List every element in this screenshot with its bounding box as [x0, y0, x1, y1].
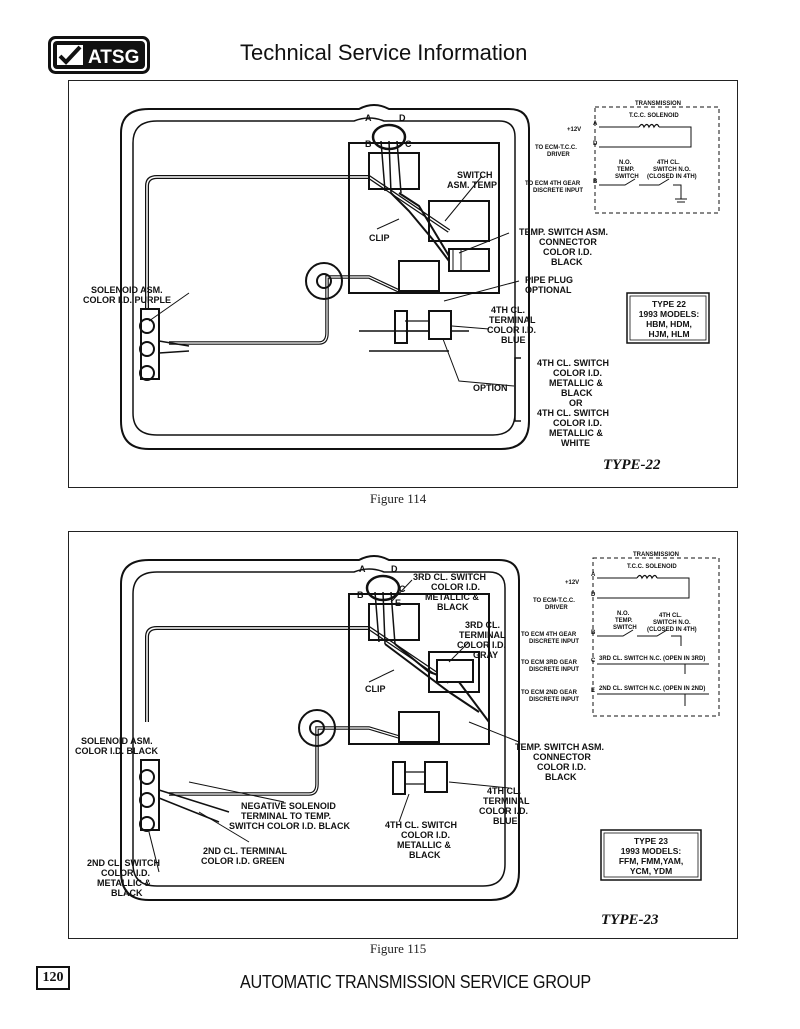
svg-text:B: B: [591, 630, 596, 636]
svg-text:2ND CL. SWITCH N.C. (OPEN IN 2: 2ND CL. SWITCH N.C. (OPEN IN 2ND): [599, 686, 705, 692]
svg-text:TO ECM 2ND GEAR: TO ECM 2ND GEAR: [521, 690, 578, 696]
pin-d-label: D: [399, 113, 406, 123]
svg-text:SWITCH N.O.: SWITCH N.O.: [653, 620, 691, 626]
svg-text:TEMP.: TEMP.: [617, 167, 635, 173]
svg-text:(CLOSED IN 4TH): (CLOSED IN 4TH): [647, 174, 697, 180]
solenoid-asm-label: SOLENOID ASM.COLOR I.D. PURPLE: [83, 285, 171, 305]
document-title: Technical Service Information: [240, 40, 528, 65]
svg-text:B: B: [593, 179, 598, 185]
svg-text:TO ECM-T.C.C.: TO ECM-T.C.C.: [533, 598, 575, 604]
svg-text:D: D: [591, 592, 596, 598]
logo-text: ATSG: [88, 47, 139, 68]
pin-c-label: C: [405, 139, 412, 149]
svg-text:T.C.C. SOLENOID: T.C.C. SOLENOID: [627, 564, 677, 570]
svg-text:TO ECM 4TH GEAR: TO ECM 4TH GEAR: [525, 181, 581, 187]
svg-text:4TH CL.: 4TH CL.: [659, 613, 682, 619]
svg-text:DRIVER: DRIVER: [547, 152, 570, 158]
svg-text:TO ECM 3RD GEAR: TO ECM 3RD GEAR: [521, 660, 578, 666]
svg-text:TO ECM-T.C.C.: TO ECM-T.C.C.: [535, 145, 577, 151]
atsg-logo: ATSG: [48, 36, 150, 74]
svg-text:3RD CL. SWITCH N.C. (OPEN IN 3: 3RD CL. SWITCH N.C. (OPEN IN 3RD): [599, 656, 705, 662]
svg-text:TO ECM 4TH GEAR: TO ECM 4TH GEAR: [521, 632, 577, 638]
svg-text:N.O.: N.O.: [619, 160, 632, 166]
wiring-schematic: TRANSMISSION T.C.C. SOLENOID +12V A D TO…: [525, 101, 720, 214]
models-box: [626, 292, 710, 344]
svg-text:(CLOSED IN 4TH): (CLOSED IN 4TH): [647, 627, 697, 633]
svg-text:T.C.C. SOLENOID: T.C.C. SOLENOID: [629, 113, 679, 119]
clip-label: CLIP: [365, 684, 386, 694]
footer-org: AUTOMATIC TRANSMISSION SERVICE GROUP: [240, 972, 591, 992]
svg-text:DRIVER: DRIVER: [545, 605, 568, 611]
svg-text:+12V: +12V: [565, 580, 579, 586]
svg-text:DISCRETE INPUT: DISCRETE INPUT: [529, 697, 579, 703]
pin-b-label: B: [357, 590, 364, 600]
svg-text:DISCRETE INPUT: DISCRETE INPUT: [533, 188, 583, 194]
svg-text:N.O.: N.O.: [617, 611, 630, 617]
svg-text:A: A: [591, 572, 596, 578]
svg-text:E: E: [591, 688, 595, 694]
figure-115-caption: Figure 115: [370, 941, 427, 956]
svg-text:D: D: [593, 141, 598, 147]
page-number: 120: [36, 966, 70, 990]
solenoid-asm-label: SOLENOID ASM.COLOR I.D. BLACK: [75, 736, 158, 756]
svg-text:+12V: +12V: [567, 127, 581, 133]
type-22-label: TYPE-22: [603, 457, 661, 473]
pin-d-label: D: [391, 564, 398, 574]
svg-text:TRANSMISSION: TRANSMISSION: [635, 101, 681, 107]
svg-text:SWITCH: SWITCH: [615, 174, 639, 180]
type-23-label: TYPE-23: [601, 912, 659, 928]
wiring-schematic: TRANSMISSION T.C.C. SOLENOID +12V A D TO…: [521, 552, 720, 717]
option-label: OPTION: [473, 383, 508, 393]
svg-text:DISCRETE INPUT: DISCRETE INPUT: [529, 639, 579, 645]
svg-text:A: A: [593, 121, 598, 127]
svg-text:SWITCH: SWITCH: [613, 625, 637, 631]
svg-text:4TH CL.: 4TH CL.: [657, 160, 680, 166]
pin-e-label: E: [395, 598, 401, 608]
svg-text:TRANSMISSION: TRANSMISSION: [633, 552, 679, 558]
svg-text:SWITCH N.O.: SWITCH N.O.: [653, 167, 691, 173]
figure-114-caption: Figure 114: [370, 491, 427, 506]
svg-text:C: C: [591, 658, 596, 664]
pin-a-label: A: [359, 564, 366, 574]
clip-label: CLIP: [369, 233, 390, 243]
svg-text:TEMP.: TEMP.: [615, 618, 633, 624]
models-box: [600, 829, 702, 881]
svg-text:DISCRETE INPUT: DISCRETE INPUT: [529, 667, 579, 673]
pin-b-label: B: [365, 139, 372, 149]
pin-a-label: A: [365, 113, 372, 123]
pin-c-label: C: [399, 584, 406, 594]
